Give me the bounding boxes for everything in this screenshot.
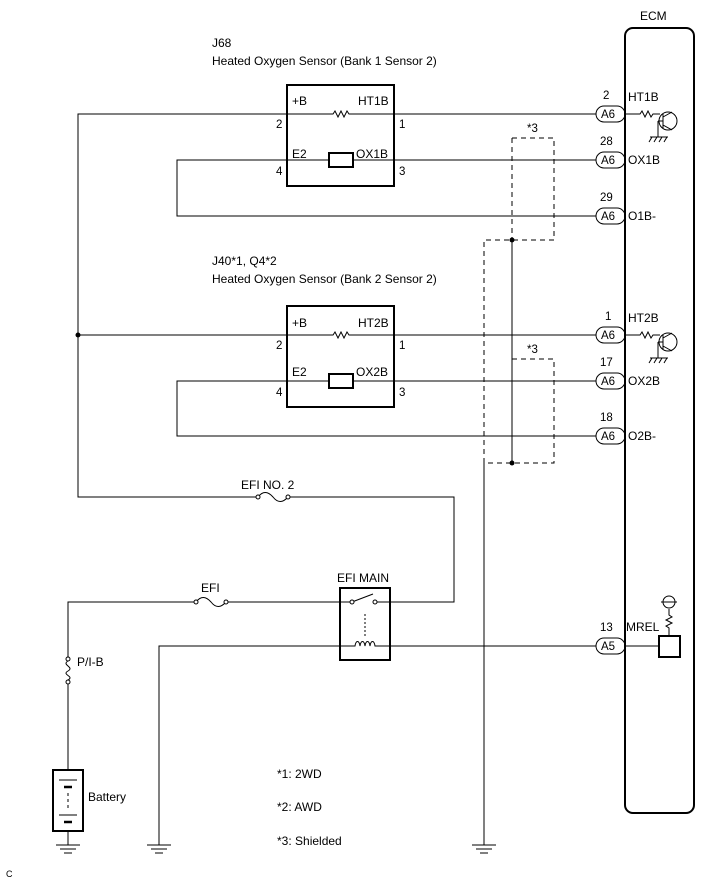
ecm-heater-driver-1 (625, 109, 678, 143)
svg-text:13: 13 (600, 622, 613, 634)
sensor-2-element-icon (328, 373, 354, 389)
sensor-2-code: J40*1, Q4*2 (212, 254, 277, 268)
svg-text:O2B-: O2B- (628, 429, 656, 443)
svg-text:29: 29 (600, 192, 613, 204)
note-1: *1: 2WD (277, 767, 322, 781)
shield-2-label: *3 (527, 344, 538, 356)
svg-text:A6: A6 (601, 330, 615, 342)
sensor-2: J40*1, Q4*2 Heated Oxygen Sensor (Bank 2… (212, 254, 437, 408)
footnotes: *1: 2WD *2: AWD *3: Shielded (277, 767, 342, 848)
svg-text:A6: A6 (601, 155, 615, 167)
svg-text:OX1B: OX1B (628, 153, 660, 167)
fuse-efi-no2: EFI NO. 2 (241, 478, 295, 502)
fusible-link-label: P/I-B (77, 655, 104, 669)
relay-efi-main: EFI MAIN (337, 571, 391, 661)
note-3: *3: Shielded (277, 834, 342, 848)
ecm-pin-mrel: A5 13 MREL (595, 620, 660, 655)
svg-text:2: 2 (603, 90, 609, 102)
ground-battery-icon (56, 844, 80, 854)
svg-text:A6: A6 (601, 211, 615, 223)
sensor-2-pin-ox: 3 (399, 387, 405, 399)
svg-text:HT2B: HT2B (628, 311, 659, 325)
ecm-pin-o2b-minus: A6 18 O2B- (595, 412, 656, 445)
sensor-2-heater-label: HT2B (358, 316, 389, 330)
ecm-pin-ht1b: A6 2 HT1B (595, 90, 659, 123)
wires (67, 113, 596, 845)
sensor-1-heater-label: HT1B (358, 94, 389, 108)
svg-text:A6: A6 (601, 376, 615, 388)
sensor-1-pin-b: 2 (276, 119, 282, 131)
relay-coil-icon (340, 641, 390, 647)
ecm-mrel-driver (625, 595, 681, 658)
shield-1: *3 (483, 123, 555, 463)
svg-text:28: 28 (600, 136, 613, 148)
sensor-2-pin-ht: 1 (399, 340, 405, 352)
sensor-2-term-b: +B (292, 316, 307, 330)
sensor-1-pin-ht: 1 (399, 119, 405, 131)
sensor-1-pin-ox: 3 (399, 166, 405, 178)
sensor-1-term-e2: E2 (292, 147, 307, 161)
shield-2: *3 (484, 344, 555, 464)
sensor-1-pin-e2: 4 (276, 166, 283, 178)
battery-label: Battery (88, 790, 126, 804)
fusible-link-pib: P/I-B (65, 655, 104, 685)
svg-text:OX2B: OX2B (628, 374, 660, 388)
sensor-1-heater-resistor-icon (287, 109, 394, 119)
sensor-2-pin-e2: 4 (276, 387, 283, 399)
sensor-2-name: Heated Oxygen Sensor (Bank 2 Sensor 2) (212, 272, 437, 286)
sensor-2-signal-label: OX2B (356, 365, 388, 379)
relay-efi-main-label: EFI MAIN (337, 571, 389, 585)
sensor-1-term-b: +B (292, 94, 307, 108)
shield-1-label: *3 (527, 123, 538, 135)
splice-dot (75, 332, 81, 338)
ecm-unit: ECM (624, 9, 695, 814)
fuse-efi: EFI (193, 581, 229, 607)
svg-text:17: 17 (600, 357, 613, 369)
ecm-title: ECM (640, 9, 667, 23)
fuse-efi-no2-label: EFI NO. 2 (241, 478, 295, 492)
svg-text:MREL: MREL (626, 620, 660, 634)
svg-text:O1B-: O1B- (628, 209, 656, 223)
svg-text:A6: A6 (601, 431, 615, 443)
sensor-2-pin-b: 2 (276, 340, 282, 352)
svg-text:1: 1 (605, 311, 611, 323)
fuse-efi-label: EFI (201, 581, 220, 595)
sensor-1-element-icon (328, 152, 354, 168)
ground-relay-icon (147, 844, 171, 854)
ecm-pin-ox2b: A6 17 OX2B (595, 357, 660, 390)
sensor-1: J68 Heated Oxygen Sensor (Bank 1 Sensor … (212, 36, 437, 187)
sensor-1-code: J68 (212, 36, 232, 50)
svg-text:A5: A5 (601, 641, 615, 653)
ecm-heater-driver-2 (625, 330, 678, 364)
ground-shield-icon (472, 844, 496, 854)
svg-text:18: 18 (600, 412, 613, 424)
battery: Battery (52, 769, 126, 832)
sensor-2-heater-resistor-icon (287, 330, 394, 340)
ecm-pin-ht2b: A6 1 HT2B (595, 311, 659, 344)
ecm-pin-ox1b: A6 28 OX1B (595, 136, 660, 169)
sensor-2-term-e2: E2 (292, 365, 307, 379)
sensor-1-name: Heated Oxygen Sensor (Bank 1 Sensor 2) (212, 54, 437, 68)
note-2: *2: AWD (277, 800, 322, 814)
svg-text:A6: A6 (601, 109, 615, 121)
svg-text:HT1B: HT1B (628, 90, 659, 104)
page-mark: C (6, 869, 13, 879)
ecm-connectors: A6 2 HT1B A6 28 OX1B A6 29 O1B- A6 1 HT2… (595, 90, 660, 655)
sensor-1-signal-label: OX1B (356, 147, 388, 161)
ecm-pin-o1b-minus: A6 29 O1B- (595, 192, 656, 225)
driver-box-icon (658, 635, 681, 658)
